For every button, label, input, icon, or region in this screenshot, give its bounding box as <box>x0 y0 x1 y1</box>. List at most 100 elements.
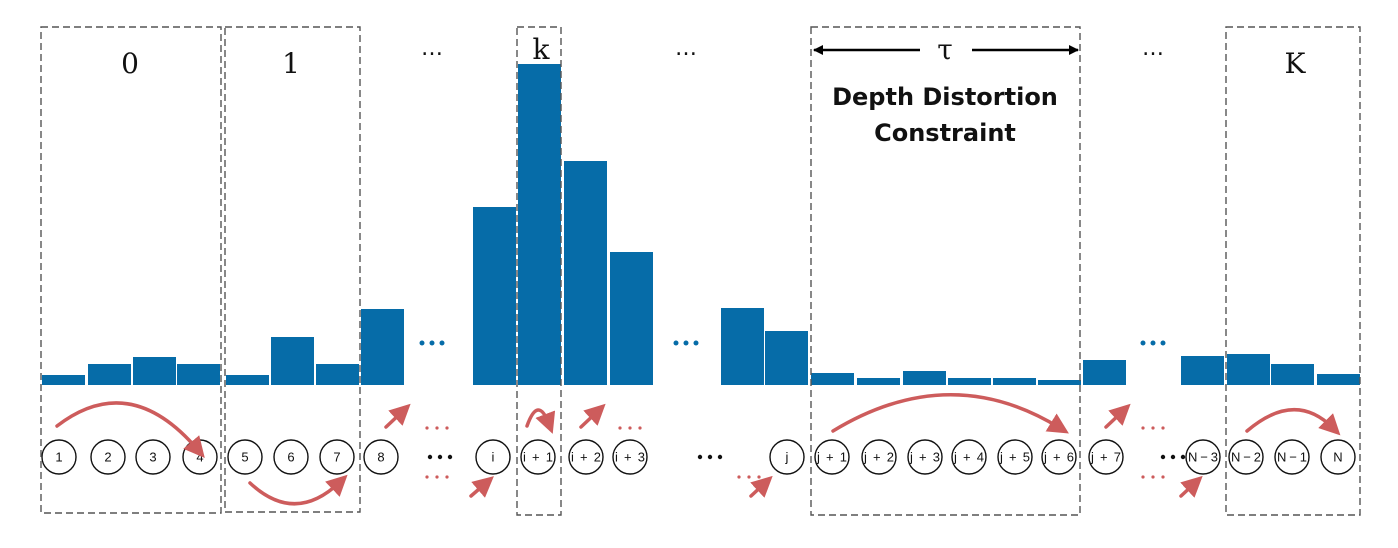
ellipsis-dot <box>757 475 761 479</box>
ellipsis-dot <box>425 426 429 430</box>
histogram-bar <box>177 364 220 385</box>
ellipsis-dot <box>1140 340 1146 346</box>
ellipsis-dot <box>1151 475 1155 479</box>
ellipsis-dot <box>1170 454 1176 460</box>
ellipsis-dot <box>697 454 703 460</box>
group-box-k <box>516 26 562 516</box>
histogram-bar <box>857 378 900 385</box>
frame-node: N−2 <box>1228 439 1264 475</box>
histogram-bar <box>721 308 764 385</box>
arrow-into-N-3 <box>1179 475 1203 498</box>
ellipsis-dot <box>445 475 449 479</box>
arrow-into-i <box>469 476 494 498</box>
top-ellipsis: … <box>675 36 697 61</box>
ellipsis-dot <box>717 454 723 460</box>
frame-node: j+7 <box>1088 439 1124 475</box>
histogram-bar <box>316 364 359 385</box>
frame-node-label: N <box>1333 450 1342 465</box>
frame-node-label: N−1 <box>1277 450 1307 465</box>
histogram-bar <box>811 373 854 385</box>
frame-node: j+4 <box>951 439 987 475</box>
frame-node: 6 <box>273 439 309 475</box>
histogram-bar <box>993 378 1036 385</box>
ellipsis-dot <box>673 340 679 346</box>
ellipsis-dot <box>1160 340 1166 346</box>
histogram-bar <box>1181 356 1224 385</box>
frame-node: N <box>1320 439 1356 475</box>
ellipsis-dot <box>1141 475 1145 479</box>
frame-node-label: 6 <box>287 450 294 465</box>
arrow-N-2-to-N <box>1245 408 1341 436</box>
group-box-tau <box>810 26 1081 516</box>
frame-node: 8 <box>363 439 399 475</box>
group-label-tau: τ <box>937 33 953 66</box>
ellipsis-dot <box>1160 454 1166 460</box>
frame-node: j <box>769 439 805 475</box>
frame-node-label: 4 <box>196 450 203 465</box>
frame-node-label: 2 <box>104 450 111 465</box>
frame-node: 1 <box>41 439 77 475</box>
group-label-0: 0 <box>121 47 139 80</box>
frame-node: 5 <box>227 439 263 475</box>
frame-node-label: N−2 <box>1231 450 1261 465</box>
histogram-bar <box>42 375 85 385</box>
ellipsis-dot <box>425 475 429 479</box>
frame-node-label: 8 <box>377 450 384 465</box>
histogram-bar <box>361 309 404 385</box>
histogram-bar <box>518 64 561 385</box>
histogram-bar <box>473 207 516 385</box>
frame-node: 2 <box>90 439 126 475</box>
ellipsis-dot <box>693 340 699 346</box>
ellipsis-dot <box>638 426 642 430</box>
frame-node: i+3 <box>612 439 648 475</box>
frame-node: N−1 <box>1274 439 1310 475</box>
ellipsis-dot <box>1151 426 1155 430</box>
frame-node: j+5 <box>997 439 1033 475</box>
histogram-bar <box>133 357 176 385</box>
ellipsis-dot <box>419 340 425 346</box>
ellipsis-dot <box>439 340 445 346</box>
ellipsis-dot <box>747 475 751 479</box>
frame-node: N−3 <box>1185 439 1221 475</box>
frame-node: 4 <box>182 439 218 475</box>
frame-node-label: 3 <box>149 450 156 465</box>
ellipsis-dot <box>435 426 439 430</box>
arrow-8-next <box>384 403 411 429</box>
frame-node: 3 <box>135 439 171 475</box>
histogram-bars <box>42 64 1360 385</box>
histogram-bar <box>1317 374 1360 385</box>
ellipsis-dot <box>628 426 632 430</box>
group-box-K <box>1225 26 1361 516</box>
histogram-bar <box>1271 364 1314 385</box>
ellipsis-dot <box>445 426 449 430</box>
ellipsis-dot <box>1141 426 1145 430</box>
frame-node: j+1 <box>814 439 850 475</box>
frame-node: j+3 <box>907 439 943 475</box>
ellipsis-dot <box>1150 340 1156 346</box>
transition-arrows <box>55 393 1341 506</box>
ellipsis-dot <box>437 454 443 460</box>
arrow-1-to-4 <box>55 401 205 458</box>
frame-node: j+6 <box>1041 439 1077 475</box>
group-label-k: k <box>533 33 551 66</box>
arrow-5-to-7 <box>248 474 348 506</box>
ellipsis-dot <box>427 454 433 460</box>
ellipsis-dot <box>737 475 741 479</box>
group-label-K: K <box>1285 47 1307 80</box>
frame-node-label: i <box>492 450 495 465</box>
histogram-bar <box>226 375 269 385</box>
ellipsis-dot <box>618 426 622 430</box>
arrow-into-j <box>749 475 773 498</box>
histogram-bar <box>271 337 314 385</box>
group-box-0 <box>40 26 222 514</box>
frame-node: i+2 <box>568 439 604 475</box>
ellipsis-dot <box>447 454 453 460</box>
frame-node-label: 5 <box>241 450 248 465</box>
ellipsis-dots <box>419 340 1186 479</box>
top-ellipsis: … <box>1142 36 1164 61</box>
histogram-bar <box>1083 360 1126 385</box>
ellipsis-dot <box>435 475 439 479</box>
ellipsis-dot <box>1161 475 1165 479</box>
